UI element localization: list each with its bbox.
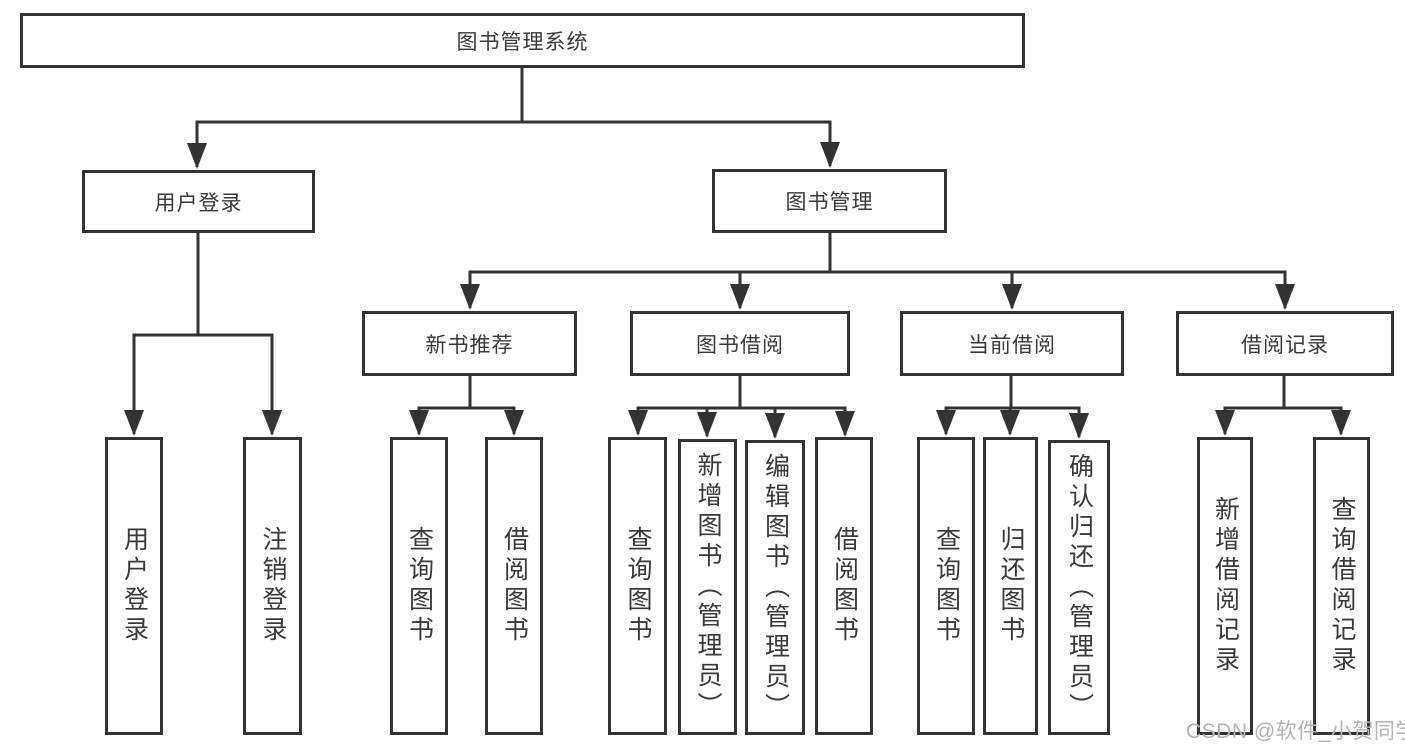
node-label: 用户登录: [120, 526, 149, 646]
node-label: 图书管理: [785, 191, 874, 214]
node-label: 注销登录: [259, 526, 287, 646]
node-label: 查询借阅记录: [1328, 496, 1356, 676]
leaf-cb-query-books: 查询图书: [917, 437, 975, 735]
leaf-cb-confirm-return-admin: 确认归还（管理员）: [1048, 440, 1110, 735]
node-label: 编辑图书（管理员）: [761, 452, 790, 723]
leaf-cb-return-books: 归还图书: [983, 437, 1038, 735]
leaf-bb-edit-books-admin: 编辑图书（管理员）: [745, 440, 805, 735]
node-borrowing-records: 借阅记录: [1176, 311, 1394, 376]
node-label: 借阅图书: [830, 526, 859, 646]
node-label: 借阅记录: [1241, 333, 1329, 357]
node-label: 当前借阅: [968, 333, 1056, 357]
node-label: 查询图书: [405, 526, 434, 646]
node-label: 新增图书（管理员）: [694, 452, 722, 722]
leaf-nb-query-books: 查询图书: [390, 437, 448, 735]
leaf-bb-query-books: 查询图书: [608, 437, 667, 735]
leaf-user-login: 用户登录: [105, 437, 163, 735]
node-root-system: 图书管理系统: [20, 13, 1025, 68]
leaf-br-add-record: 新增借阅记录: [1197, 437, 1253, 735]
node-label: 新增借阅记录: [1211, 496, 1240, 676]
node-label: 借阅图书: [500, 526, 529, 646]
node-label: 确认归还（管理员）: [1065, 452, 1094, 723]
node-label: 查询图书: [932, 526, 961, 646]
leaf-bb-add-books-admin: 新增图书（管理员）: [678, 439, 737, 735]
leaf-logout-login: 注销登录: [243, 437, 302, 735]
node-book-borrowing: 图书借阅: [630, 311, 850, 376]
node-current-borrowing: 当前借阅: [900, 311, 1124, 376]
node-label: 查询图书: [624, 526, 652, 646]
node-new-book-recommend: 新书推荐: [362, 311, 577, 376]
node-book-management: 图书管理: [712, 169, 947, 233]
leaf-nb-borrow-books: 借阅图书: [485, 437, 543, 735]
leaf-br-query-record: 查询借阅记录: [1313, 437, 1370, 735]
node-label: 归还图书: [997, 526, 1025, 646]
watermark-text: CSDN @软件_小贺同学: [1186, 720, 1405, 743]
node-user-login: 用户登录: [82, 170, 315, 233]
node-label: 图书管理系统: [456, 30, 589, 54]
node-label: 新书推荐: [425, 333, 514, 357]
leaf-bb-borrow-books: 借阅图书: [815, 437, 873, 735]
node-label: 用户登录: [154, 191, 243, 215]
node-label: 图书借阅: [696, 333, 784, 357]
